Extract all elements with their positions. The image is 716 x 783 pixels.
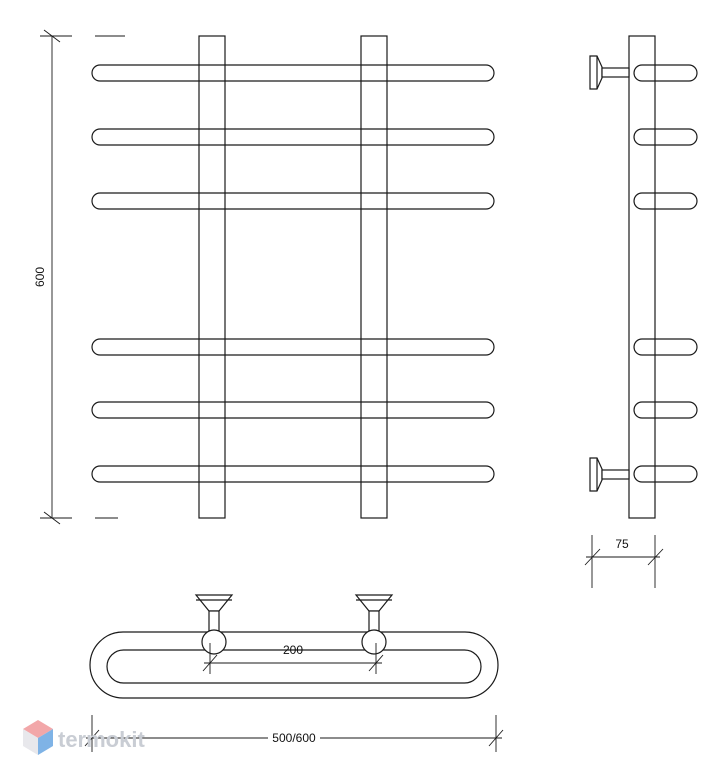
- top-view: 200 500/600: [84, 594, 504, 752]
- termokit-logo-icon: [23, 720, 53, 755]
- width-dimension-label: 500/600: [272, 731, 316, 745]
- depth-dimension: 75: [584, 535, 664, 588]
- side-bracket-bottom: [589, 457, 630, 492]
- side-riser: [628, 35, 656, 519]
- front-view: 600: [33, 29, 495, 525]
- side-rail-5: [633, 401, 698, 419]
- top-loop-inner: [106, 649, 482, 684]
- side-rail-2: [633, 128, 698, 146]
- front-rails: [91, 64, 495, 483]
- top-connection-left: [194, 594, 234, 655]
- front-riser-right: [360, 35, 388, 519]
- front-rail-1: [91, 64, 495, 82]
- termokit-logo-text: termokit: [58, 727, 145, 752]
- height-dimension-label: 600: [33, 267, 47, 287]
- front-rail-3: [91, 192, 495, 210]
- top-connection-right: [354, 594, 394, 655]
- width-dimension: 500/600: [84, 715, 504, 752]
- front-rail-2: [91, 128, 495, 146]
- front-rail-4: [91, 338, 495, 356]
- side-rail-3: [633, 192, 698, 210]
- top-loop-outer: [89, 631, 499, 699]
- height-dimension: 600: [33, 29, 125, 525]
- side-rails: [633, 64, 698, 483]
- front-riser-left: [198, 35, 226, 519]
- front-rail-6: [91, 465, 495, 483]
- axis-spacing-label: 200: [283, 643, 303, 657]
- side-rail-1: [633, 64, 698, 82]
- depth-dimension-label: 75: [615, 537, 629, 551]
- side-rail-6: [633, 465, 698, 483]
- front-rail-5: [91, 401, 495, 419]
- side-bracket-top: [589, 55, 630, 90]
- side-view: 75: [584, 35, 698, 588]
- termokit-watermark: termokit: [23, 720, 145, 755]
- axis-spacing-dimension: 200: [202, 643, 384, 674]
- side-rail-4: [633, 338, 698, 356]
